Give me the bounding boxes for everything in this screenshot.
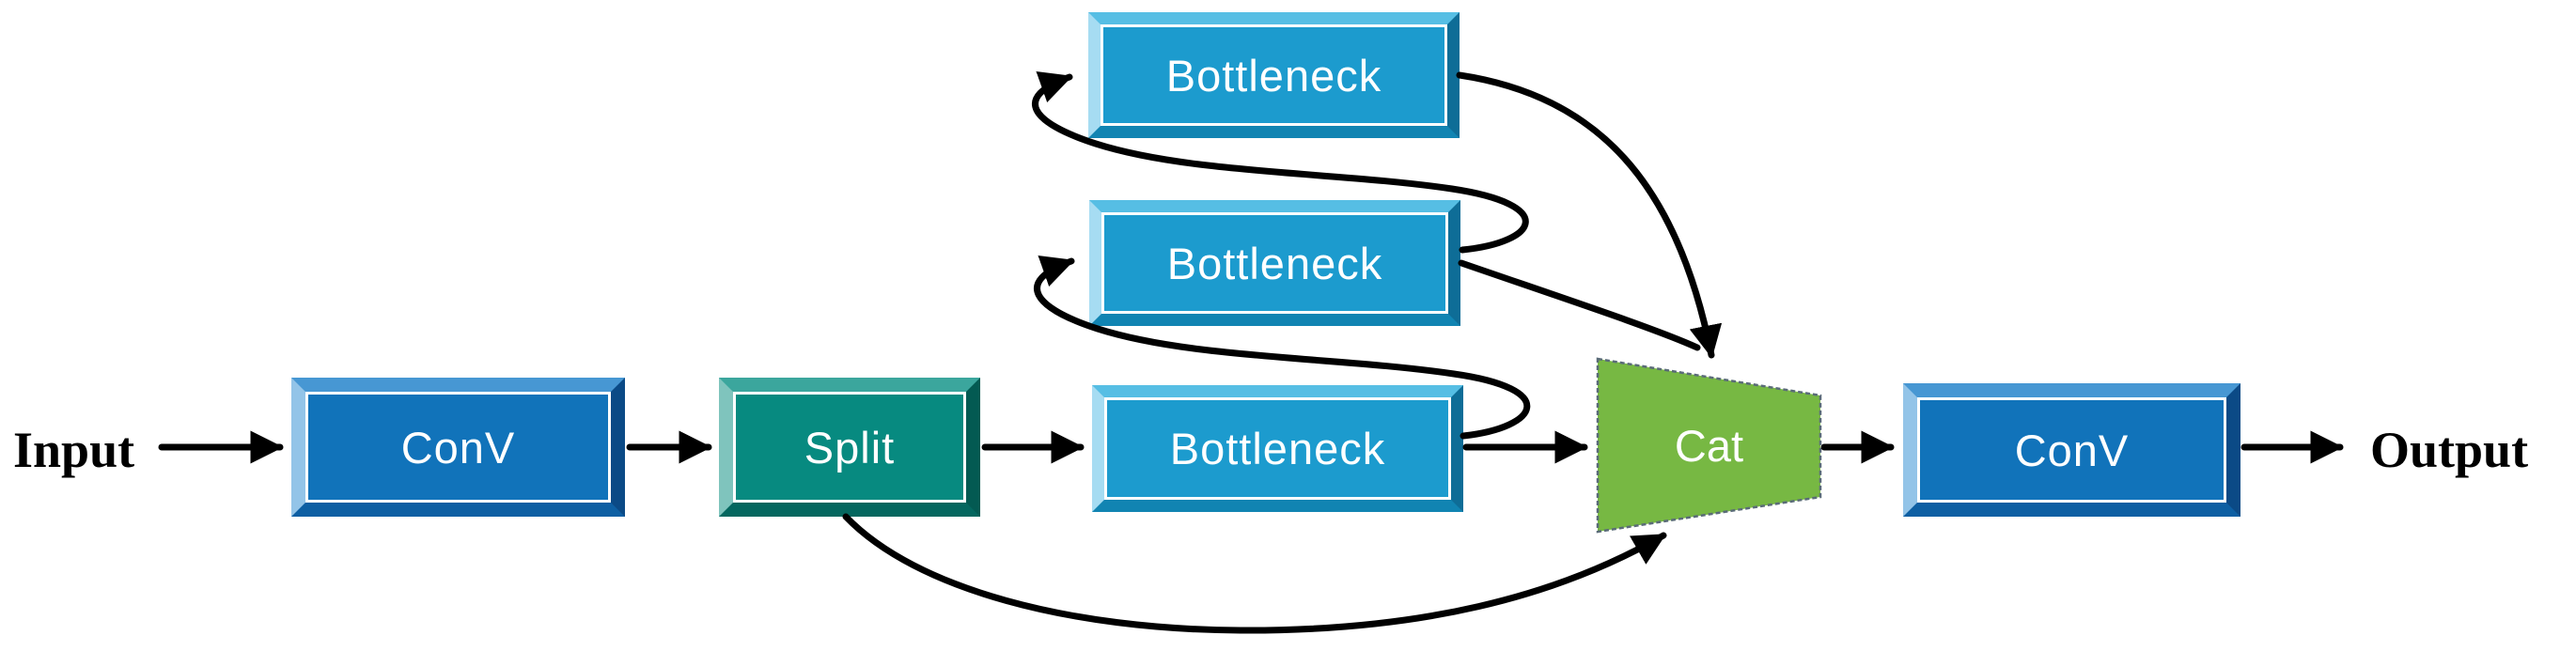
- input-label: Input: [13, 422, 135, 478]
- node-cat-label: Cat: [1674, 420, 1744, 471]
- node-split-label: Split: [804, 422, 896, 473]
- edge-bottleneck2-to-bottleneck3: [1032, 71, 1529, 254]
- node-bottleneck-2-label: Bottleneck: [1166, 238, 1383, 288]
- node-conv-1-label: ConV: [400, 422, 516, 473]
- edge-bottleneck1-to-bottleneck2: [1034, 256, 1531, 440]
- node-cat-shape: [1596, 357, 1822, 534]
- node-bottleneck-3: Bottleneck: [1088, 12, 1460, 138]
- node-conv-2: ConV: [1903, 383, 2240, 517]
- node-bottleneck-1-label: Bottleneck: [1169, 424, 1386, 473]
- node-bottleneck-1: Bottleneck: [1092, 385, 1463, 512]
- node-conv-2-label: ConV: [2014, 425, 2130, 475]
- node-bottleneck-2: Bottleneck: [1089, 200, 1460, 326]
- output-label: Output: [2370, 422, 2529, 478]
- edge-bottleneck2-to-cat: [1458, 259, 1701, 351]
- edge-bottleneck3-to-cat: [1456, 71, 1723, 359]
- node-bottleneck-3-label: Bottleneck: [1165, 50, 1382, 101]
- node-conv-1: ConV: [291, 378, 625, 517]
- edge-split-to-cat: [842, 513, 1667, 634]
- node-split: Split: [719, 378, 980, 517]
- node-cat: Cat: [1598, 359, 1820, 532]
